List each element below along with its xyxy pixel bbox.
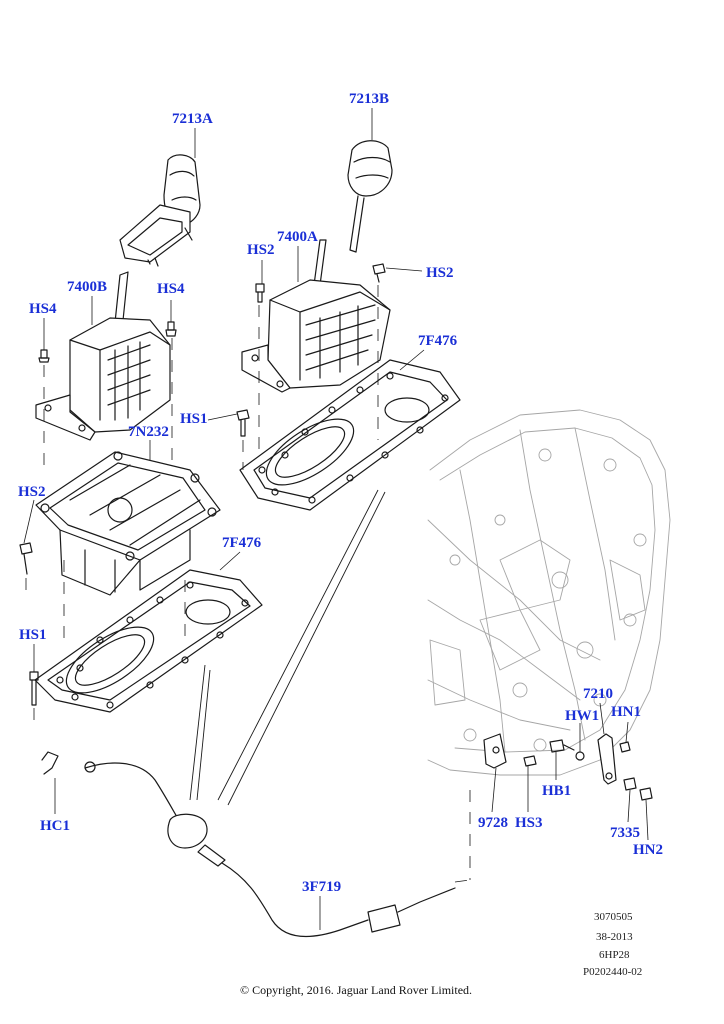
callout-7213A: 7213A bbox=[172, 111, 213, 127]
callout-7210: 7210 bbox=[583, 686, 613, 702]
callout-HS4-right: HS4 bbox=[157, 281, 185, 297]
callout-HS2-top-right: HS2 bbox=[426, 265, 454, 281]
callout-HS2-right: HS2 bbox=[247, 242, 275, 258]
fasteners bbox=[19, 263, 386, 706]
callout-HB1: HB1 bbox=[542, 783, 572, 799]
selector-assembly-7400A bbox=[241, 239, 391, 393]
callout-7N232: 7N232 bbox=[128, 424, 169, 440]
callout-7213B: 7213B bbox=[349, 91, 390, 107]
gasket-7F476-upper bbox=[239, 359, 461, 511]
callout-7400B: 7400B bbox=[67, 279, 108, 295]
leader-lines bbox=[23, 108, 649, 930]
meta-code-4: P0202440-02 bbox=[583, 966, 643, 978]
callout-3F719: 3F719 bbox=[302, 879, 342, 895]
callout-7400A: 7400A bbox=[277, 229, 318, 245]
meta-code-1: 3070505 bbox=[594, 911, 633, 923]
selector-assembly-7400B bbox=[35, 271, 171, 441]
transmission-housing bbox=[427, 409, 671, 776]
bracket-parts bbox=[483, 733, 653, 801]
gear-knob-7213B bbox=[347, 140, 393, 253]
callout-HS1-right: HS1 bbox=[180, 411, 208, 427]
callout-HS4-left: HS4 bbox=[29, 301, 57, 317]
housing-7N232 bbox=[35, 451, 221, 596]
shift-cable-3F719 bbox=[41, 751, 456, 938]
alignment-lines bbox=[25, 285, 471, 883]
callout-HC1: HC1 bbox=[40, 818, 70, 834]
copyright-notice: © Copyright, 2016. Jaguar Land Rover Lim… bbox=[239, 983, 473, 997]
meta-code-3: 6HP28 bbox=[599, 949, 630, 961]
callout-7F476-upper: 7F476 bbox=[418, 333, 458, 349]
gasket-7F476-lower bbox=[34, 569, 263, 713]
gear-knob-7213A bbox=[119, 154, 201, 267]
callout-7335: 7335 bbox=[610, 825, 640, 841]
meta-code-2: 38-2013 bbox=[596, 931, 633, 943]
callout-7F476-lower: 7F476 bbox=[222, 535, 262, 551]
callout-9728: 9728 bbox=[478, 815, 508, 831]
callout-HS1-left: HS1 bbox=[19, 627, 47, 643]
callout-HW1: HW1 bbox=[565, 708, 600, 724]
callout-HS3: HS3 bbox=[515, 815, 543, 831]
callout-HN2: HN2 bbox=[633, 842, 663, 858]
cable-routing-lines bbox=[189, 489, 386, 806]
callout-HS2-left: HS2 bbox=[18, 484, 46, 500]
callout-HN1: HN1 bbox=[611, 704, 641, 720]
